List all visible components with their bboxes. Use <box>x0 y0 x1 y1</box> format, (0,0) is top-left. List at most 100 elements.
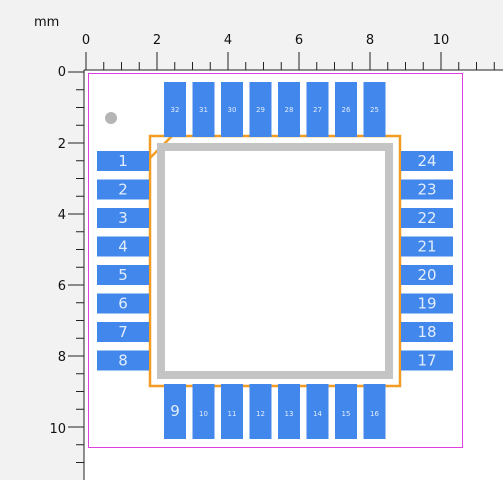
pad-17[interactable]: 17 <box>401 350 453 371</box>
pad-shape <box>97 179 149 200</box>
pad-label: 30 <box>228 106 237 114</box>
pad-label: 19 <box>417 295 436 313</box>
pad-label: 1 <box>118 152 128 170</box>
pad-label: 17 <box>417 352 436 370</box>
pad-10[interactable]: 10 <box>192 384 215 439</box>
left-ruler-label-10: 10 <box>49 422 66 437</box>
pad-shape <box>192 82 215 137</box>
left-pad-row: 1 2 3 4 5 6 7 8 <box>97 151 149 371</box>
right-pad-row: 24 23 22 21 20 19 18 17 <box>401 151 453 371</box>
pad-shape <box>401 179 453 200</box>
pad-shape <box>278 384 300 439</box>
pad-label: 31 <box>199 106 208 114</box>
pad-label: 2 <box>118 181 128 199</box>
pad-shape <box>401 350 453 371</box>
pad-21[interactable]: 21 <box>401 236 453 257</box>
pad-label: 24 <box>417 152 436 170</box>
pad-label: 14 <box>313 410 322 418</box>
pad-shape <box>363 384 386 439</box>
pad-5[interactable]: 5 <box>97 265 149 285</box>
pin1-marker-icon <box>105 112 117 124</box>
pad-22[interactable]: 22 <box>401 208 453 228</box>
pad-shape <box>306 384 329 439</box>
pad-8[interactable]: 8 <box>97 350 149 371</box>
pad-shape <box>97 293 149 314</box>
pad-shape <box>401 265 453 285</box>
pad-label: 11 <box>228 410 237 418</box>
left-ruler-label-8: 8 <box>58 350 66 365</box>
pad-label: 22 <box>417 209 436 227</box>
pad-23[interactable]: 23 <box>401 179 453 200</box>
pad-1[interactable]: 1 <box>97 151 149 171</box>
pad-label: 6 <box>118 295 128 313</box>
pad-shape <box>278 82 300 137</box>
top-ruler-label-0: 0 <box>82 33 90 48</box>
pad-shape <box>97 208 149 228</box>
pad-shape <box>249 384 272 439</box>
top-ruler-label-4: 4 <box>224 33 232 48</box>
pad-3[interactable]: 3 <box>97 208 149 228</box>
pad-19[interactable]: 19 <box>401 293 453 314</box>
pad-26[interactable]: 26 <box>335 82 357 137</box>
top-ruler-label-8: 8 <box>366 33 374 48</box>
pad-29[interactable]: 29 <box>249 82 272 137</box>
pad-6[interactable]: 6 <box>97 293 149 314</box>
pad-shape <box>97 350 149 371</box>
pad-label: 8 <box>118 352 128 370</box>
pad-label: 32 <box>171 106 180 114</box>
pad-31[interactable]: 31 <box>192 82 215 137</box>
pad-11[interactable]: 11 <box>221 384 243 439</box>
pad-label: 5 <box>118 266 128 284</box>
left-ruler: 0 2 4 6 8 10 <box>49 65 85 480</box>
pad-12[interactable]: 12 <box>249 384 272 439</box>
pad-25[interactable]: 25 <box>363 82 386 137</box>
pad-label: 18 <box>417 323 436 341</box>
pad-shape <box>401 236 453 257</box>
pad-shape <box>363 82 386 137</box>
pad-18[interactable]: 18 <box>401 322 453 342</box>
pad-label: 27 <box>313 106 322 114</box>
top-ruler-label-6: 6 <box>295 33 303 48</box>
pad-shape <box>401 208 453 228</box>
pad-shape <box>249 82 272 137</box>
pad-shape <box>401 322 453 342</box>
left-ruler-label-6: 6 <box>58 279 66 294</box>
pad-label: 25 <box>370 106 379 114</box>
pad-shape <box>335 384 357 439</box>
pad-shape <box>97 236 149 257</box>
top-ruler: 0 2 4 6 8 10 <box>82 33 503 71</box>
left-ruler-label-4: 4 <box>58 208 66 223</box>
pad-14[interactable]: 14 <box>306 384 329 439</box>
pad-shape <box>97 151 149 171</box>
pad-24[interactable]: 24 <box>401 151 453 171</box>
pad-label: 4 <box>118 238 128 256</box>
pad-16[interactable]: 16 <box>363 384 386 439</box>
pad-label: 28 <box>285 106 294 114</box>
pad-label: 20 <box>417 266 436 284</box>
pad-shape <box>164 82 186 137</box>
pad-20[interactable]: 20 <box>401 265 453 285</box>
pad-label: 29 <box>256 106 265 114</box>
pad-label: 3 <box>118 209 128 227</box>
pad-shape <box>221 82 243 137</box>
pad-label: 15 <box>342 410 351 418</box>
pad-shape <box>335 82 357 137</box>
top-ruler-label-2: 2 <box>153 33 161 48</box>
pad-4[interactable]: 4 <box>97 236 149 257</box>
pad-9[interactable]: 9 <box>164 384 186 439</box>
pad-15[interactable]: 15 <box>335 384 357 439</box>
pad-shape <box>401 293 453 314</box>
pad-32[interactable]: 32 <box>164 82 186 137</box>
pad-label: 21 <box>417 238 436 256</box>
pad-shape <box>221 384 243 439</box>
pad-27[interactable]: 27 <box>306 82 329 137</box>
pad-2[interactable]: 2 <box>97 179 149 200</box>
pad-7[interactable]: 7 <box>97 322 149 342</box>
pad-30[interactable]: 30 <box>221 82 243 137</box>
pad-13[interactable]: 13 <box>278 384 300 439</box>
pad-28[interactable]: 28 <box>278 82 300 137</box>
pad-label: 9 <box>170 402 180 420</box>
left-ruler-label-2: 2 <box>58 137 66 152</box>
top-ruler-label-10: 10 <box>433 33 450 48</box>
